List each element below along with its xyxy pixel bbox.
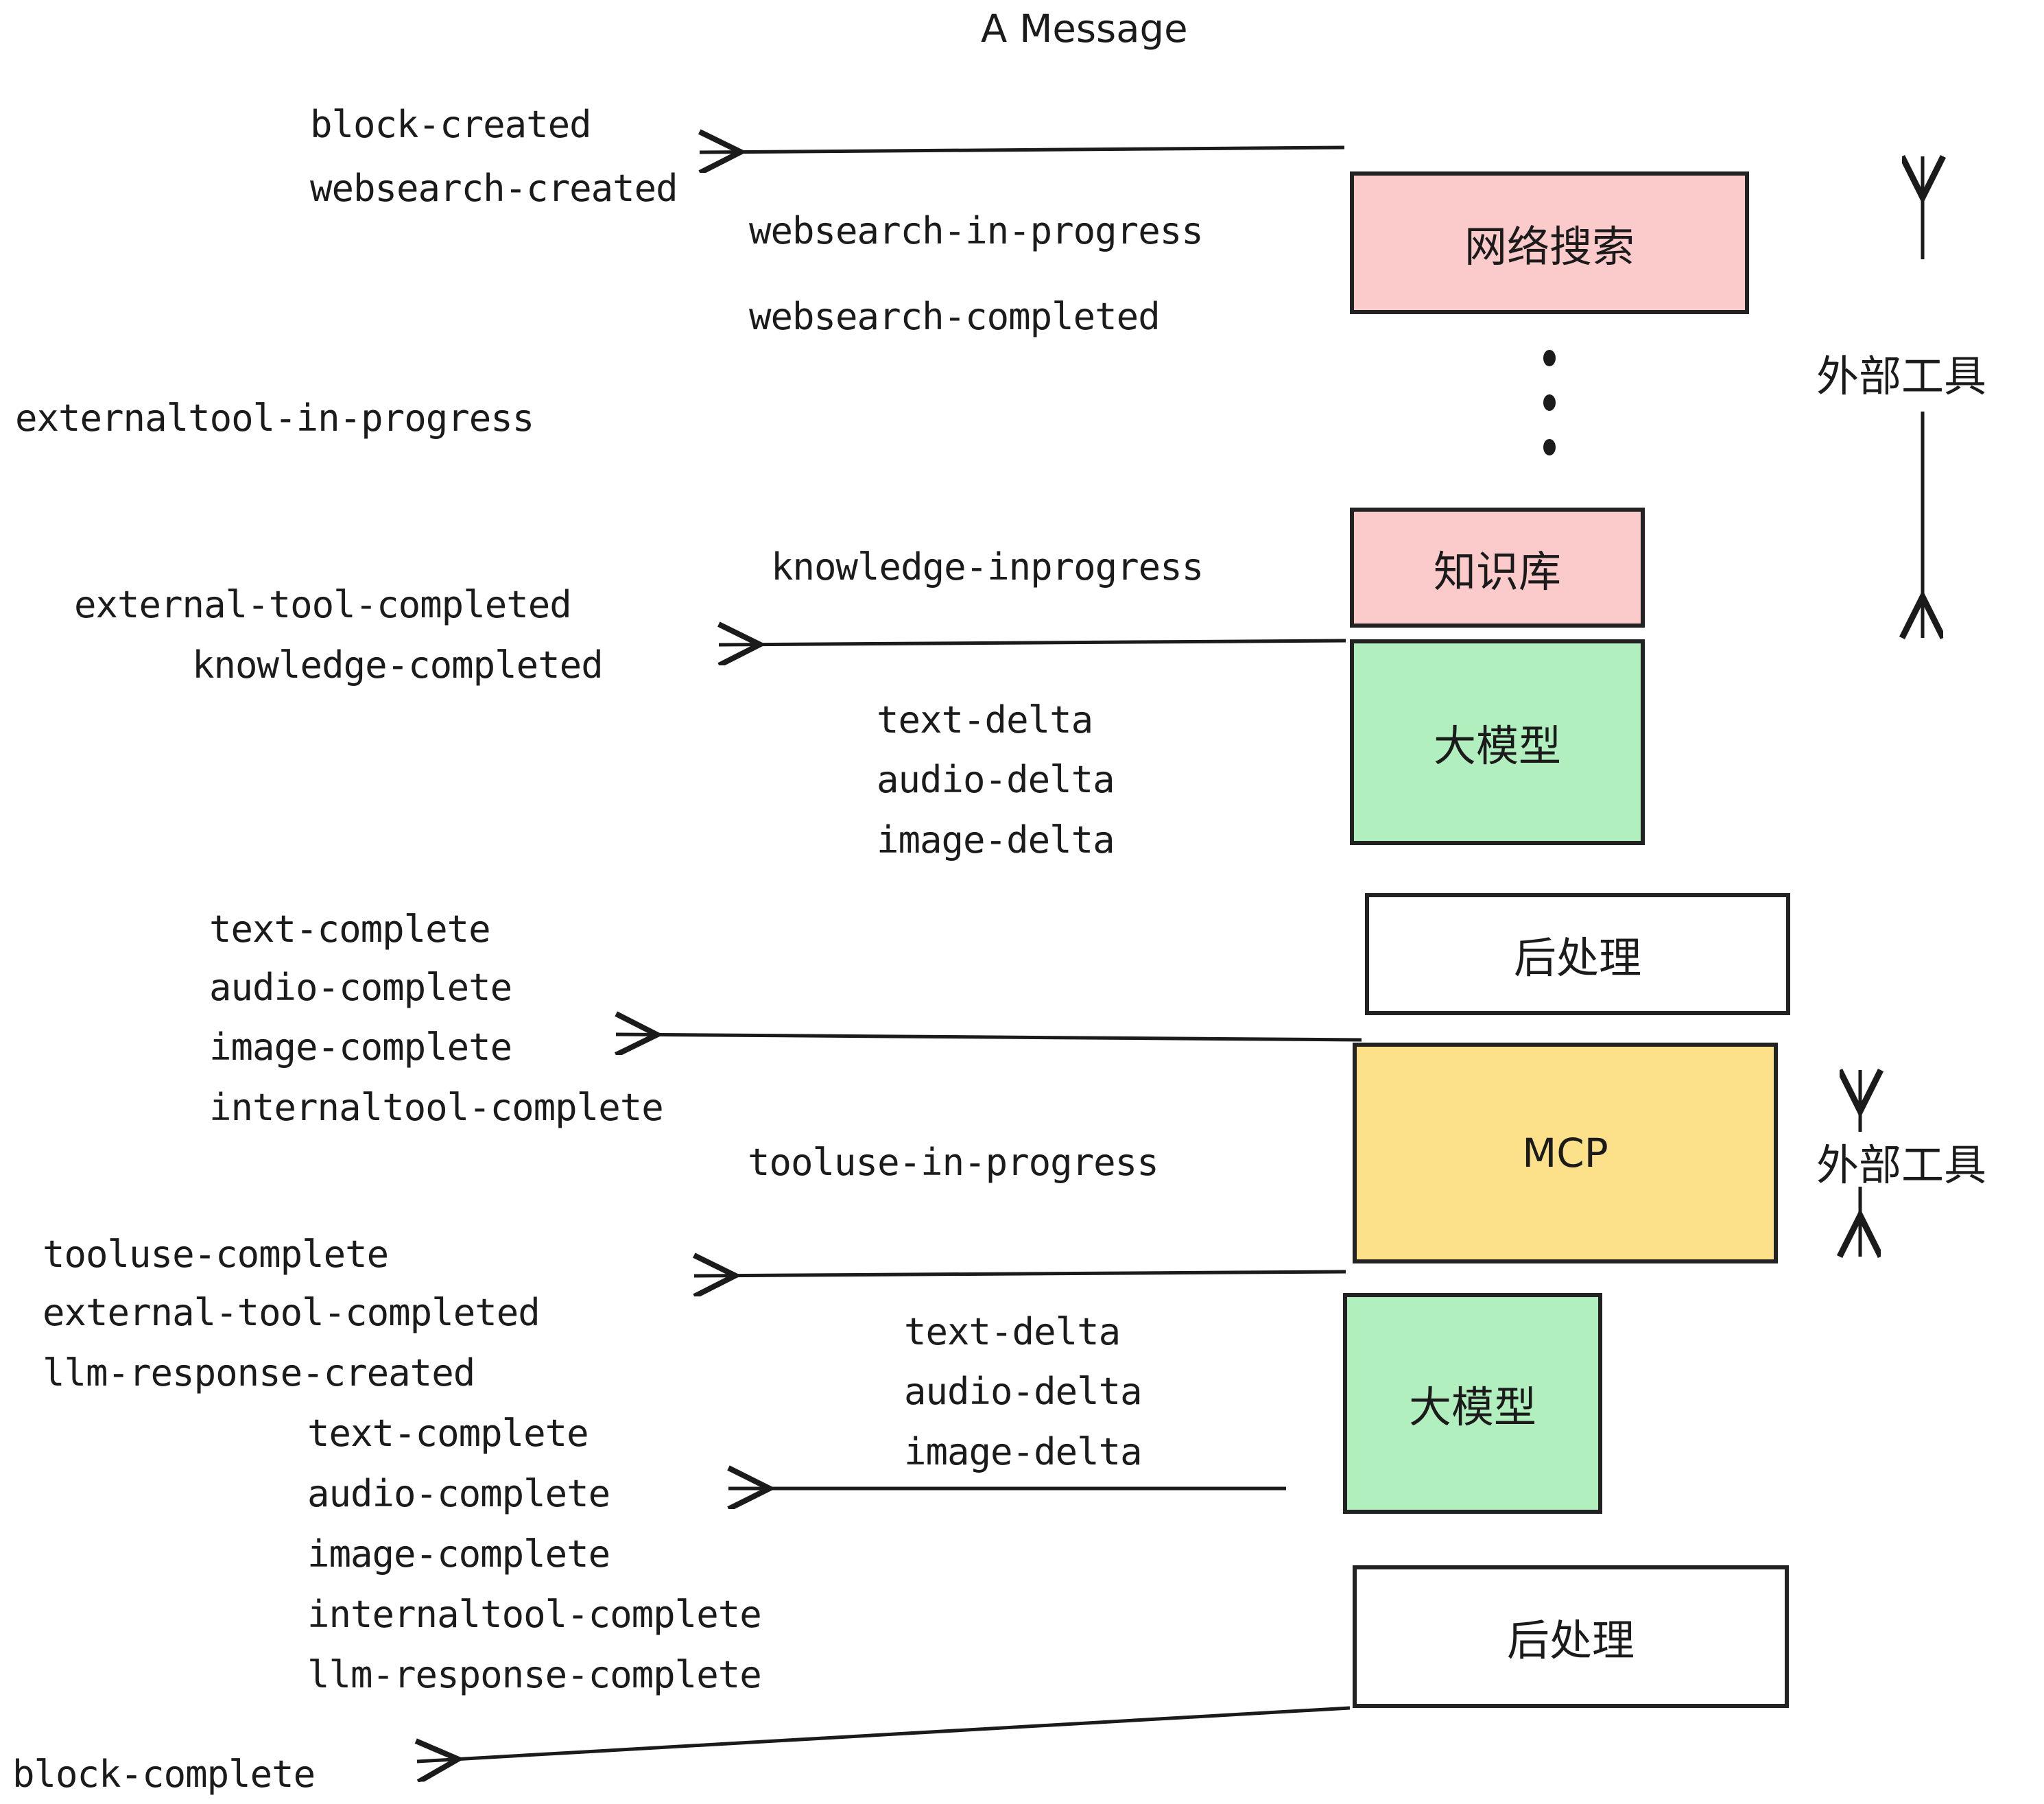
box-label: 大模型 xyxy=(1433,721,1561,771)
box-label: MCP xyxy=(1522,1130,1608,1176)
event-label-text-complete-2: text-complete xyxy=(307,1412,589,1455)
arrow-block-complete xyxy=(417,1706,1351,1761)
page-title: A Message xyxy=(981,7,1188,51)
event-label-image-delta-1: image-delta xyxy=(877,818,1115,862)
box-label: 知识库 xyxy=(1433,546,1561,597)
box-label: 大模型 xyxy=(1408,1382,1536,1432)
event-label-audio-delta-1: audio-delta xyxy=(877,758,1115,801)
event-label-knowledge-completed: knowledge-completed xyxy=(192,643,604,687)
event-label-websearch-in-progress: websearch-in-progress xyxy=(749,209,1204,252)
box-websearch: 网络搜索 xyxy=(1350,171,1749,314)
event-label-audio-delta-2: audio-delta xyxy=(904,1370,1143,1413)
event-label-llm-response-complete: llm-response-complete xyxy=(307,1653,762,1696)
box-label: 后处理 xyxy=(1513,933,1641,983)
box-llm-1: 大模型 xyxy=(1350,639,1645,845)
event-label-image-complete-2: image-complete xyxy=(307,1532,610,1576)
box-llm-2: 大模型 xyxy=(1343,1293,1602,1514)
arrow-block-created xyxy=(700,147,1345,152)
event-label-websearch-created: websearch-created xyxy=(310,167,678,210)
event-label-block-complete: block-complete xyxy=(12,1753,316,1796)
box-postprocess-1: 后处理 xyxy=(1365,893,1790,1015)
ellipsis-dot-1 xyxy=(1543,350,1556,366)
event-label-llm-response-created: llm-response-created xyxy=(43,1351,475,1394)
event-label-audio-complete-2: audio-complete xyxy=(307,1472,610,1515)
event-label-audio-complete-1: audio-complete xyxy=(209,966,512,1009)
side-label-external-tools-top: 外部工具 xyxy=(1816,351,1987,401)
box-mcp: MCP xyxy=(1353,1043,1778,1263)
ellipsis-dot-2 xyxy=(1543,394,1556,411)
event-label-tooluse-in-progress: tooluse-in-progress xyxy=(748,1141,1159,1184)
event-label-internaltool-complete-2: internaltool-complete xyxy=(307,1593,762,1636)
event-label-tooluse-complete: tooluse-complete xyxy=(43,1233,389,1276)
event-label-text-delta-2: text-delta xyxy=(904,1310,1121,1353)
box-label: 网络搜索 xyxy=(1464,222,1635,272)
event-label-knowledge-inprogress: knowledge-inprogress xyxy=(771,545,1204,589)
side-label-external-tools-bottom: 外部工具 xyxy=(1816,1140,1987,1190)
ellipsis-dot-3 xyxy=(1543,439,1556,455)
event-label-internaltool-complete-1: internaltool-complete xyxy=(209,1086,664,1129)
arrow-image-complete xyxy=(616,1034,1362,1040)
box-postprocess-2: 后处理 xyxy=(1353,1565,1789,1708)
event-label-block-created: block-created xyxy=(310,103,592,146)
event-label-text-complete-1: text-complete xyxy=(209,907,491,951)
box-label: 后处理 xyxy=(1506,1615,1635,1665)
box-knowledge: 知识库 xyxy=(1350,508,1645,628)
event-label-externaltool-in-progress: externaltool-in-progress xyxy=(15,396,534,440)
event-label-external-tool-completed-1: external-tool-completed xyxy=(74,583,572,626)
event-label-websearch-completed: websearch-completed xyxy=(749,295,1161,338)
arrow-knowledge-completed xyxy=(719,641,1346,645)
event-label-image-delta-2: image-delta xyxy=(904,1430,1143,1473)
event-label-external-tool-completed-2: external-tool-completed xyxy=(43,1291,540,1334)
event-label-image-complete-1: image-complete xyxy=(209,1025,512,1069)
arrow-tooluse-complete xyxy=(694,1272,1346,1276)
event-label-text-delta-1: text-delta xyxy=(877,698,1093,741)
